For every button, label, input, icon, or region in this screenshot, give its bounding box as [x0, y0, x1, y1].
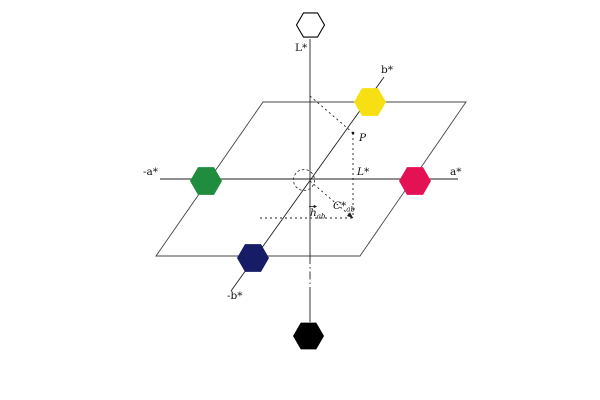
- ab-plane: [155, 101, 467, 257]
- l-axis-label: L*: [295, 42, 308, 54]
- hue-label-base: h: [310, 207, 317, 219]
- a-neg-axis-label: -a*: [143, 166, 159, 178]
- white-hexagon-node: [295, 12, 326, 38]
- hue-vector-arrowhead-icon: [313, 204, 317, 209]
- b-pos-axis-label: b*: [381, 64, 394, 76]
- yellow-hexagon-node: [354, 88, 386, 116]
- black-hexagon-node: [293, 322, 324, 350]
- lightness-label: L*: [356, 166, 370, 178]
- hue-angle-circle: [293, 169, 315, 191]
- hue-label-subscript: ab: [317, 213, 326, 221]
- green-hexagon-node: [190, 167, 222, 195]
- b-neg-axis-label: -b*: [227, 290, 243, 302]
- red-hexagon-node: [399, 167, 431, 195]
- a-pos-axis-label: a*: [450, 166, 462, 178]
- chroma-label-subscript: ab: [346, 206, 355, 214]
- chroma-label-base: C*: [333, 200, 347, 212]
- chroma-label: C*ab: [333, 200, 355, 214]
- hue-label: hab: [310, 207, 326, 221]
- navy-hexagon-node: [237, 244, 269, 272]
- point-p-label: P: [358, 132, 367, 144]
- chroma-arrowhead-icon: [346, 212, 353, 218]
- point-p-marker: [351, 131, 355, 135]
